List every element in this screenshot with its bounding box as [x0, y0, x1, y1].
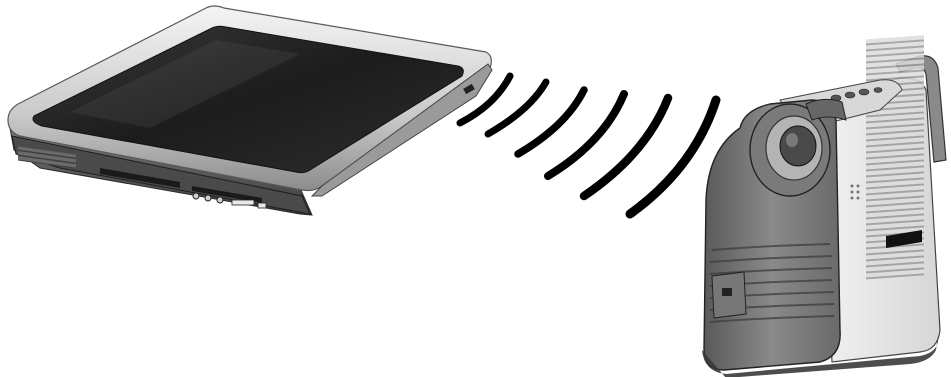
wireless-wave-arc-3	[518, 90, 584, 154]
wireless-wave-arc-4	[548, 94, 624, 176]
laptop-port	[258, 203, 266, 208]
laptop-port	[205, 195, 211, 201]
projector-lens-glint	[786, 133, 798, 147]
laptop	[8, 6, 492, 215]
wireless-wave-arc-5	[584, 98, 668, 196]
wireless-wave-arc-2	[488, 82, 546, 134]
wireless-signal	[460, 76, 716, 214]
projector	[702, 35, 946, 377]
wireless-wave-arc-6	[630, 100, 716, 214]
laptop-port	[217, 197, 223, 203]
laptop-port	[193, 193, 199, 199]
laptop-port	[232, 200, 254, 205]
projector-focus-ring	[806, 99, 846, 120]
projector-lens	[780, 126, 816, 166]
projector-io-port	[722, 288, 732, 296]
